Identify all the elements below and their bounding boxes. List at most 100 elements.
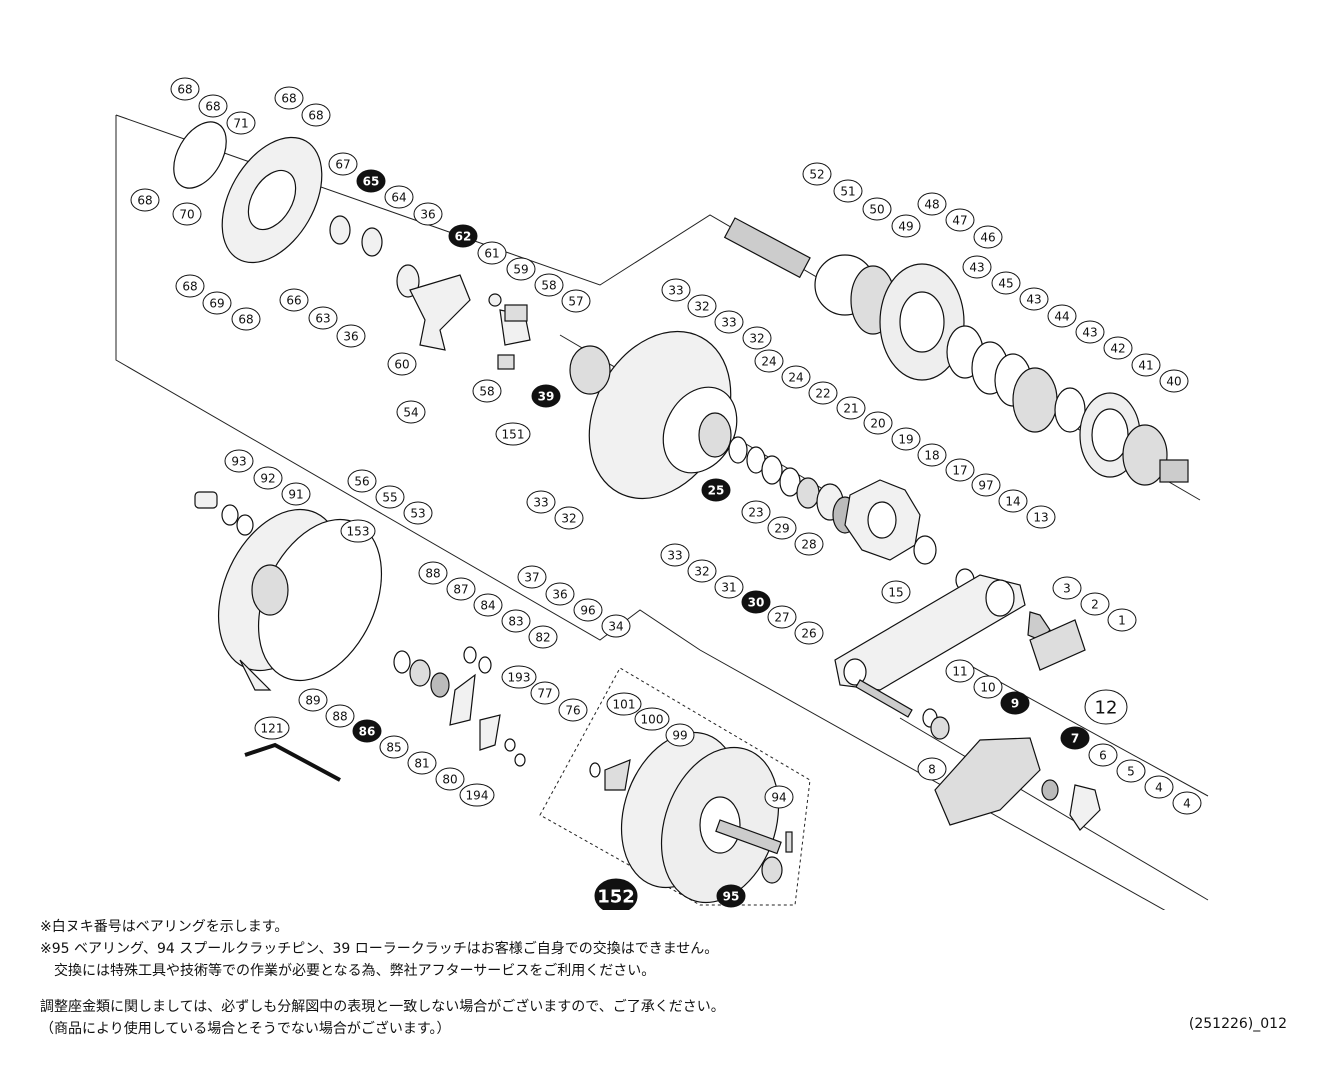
callout-31: 31: [714, 575, 744, 599]
callout-bubble: [340, 519, 376, 543]
callout-number: 57: [568, 294, 583, 308]
callout-bubble: [594, 878, 638, 910]
callout-43: 43: [962, 255, 992, 279]
callout-36: 36: [545, 582, 575, 606]
callout-59: 59: [506, 257, 536, 281]
callout-number: 87: [453, 582, 468, 596]
callout-bubble: [1172, 791, 1202, 815]
callout-5: 5: [1116, 759, 1146, 783]
callout-81: 81: [407, 751, 437, 775]
callout-6: 6: [1088, 743, 1118, 767]
callout-number: 44: [1054, 309, 1069, 323]
callout-32: 32: [554, 506, 584, 530]
callout-number: 66: [286, 293, 301, 307]
callout-bubble: [325, 704, 355, 728]
callout-43: 43: [1075, 320, 1105, 344]
callout-number: 100: [641, 712, 664, 726]
callout-20: 20: [863, 411, 893, 435]
callout-40: 40: [1159, 369, 1189, 393]
callout-bubble: [802, 162, 832, 186]
callout-bubble: [224, 449, 254, 473]
callout-51: 51: [833, 179, 863, 203]
callout-19: 19: [891, 427, 921, 451]
callout-number: 63: [315, 311, 330, 325]
callout-bubble: [1159, 369, 1189, 393]
callout-13: 13: [1026, 505, 1056, 529]
callout-39: 39: [531, 384, 561, 408]
callout-bubble: [530, 681, 560, 705]
callout-bubble: [517, 565, 547, 589]
callout-58: 58: [534, 273, 564, 297]
callout-number: 86: [359, 724, 376, 738]
component-drawings: [173, 121, 1189, 904]
callout-bubble: [336, 324, 366, 348]
callout-33: 33: [661, 278, 691, 302]
star-drag-drawing: [844, 479, 975, 592]
callout-number: 84: [480, 598, 495, 612]
callout-number: 21: [843, 401, 858, 415]
callout-bubble: [808, 381, 838, 405]
callout-bubble: [1103, 336, 1133, 360]
callout-number: 81: [414, 756, 429, 770]
callout-53: 53: [403, 501, 433, 525]
callout-number: 11: [952, 664, 967, 678]
callout-25: 25: [701, 478, 731, 502]
callout-52: 52: [802, 162, 832, 186]
callout-number: 10: [980, 680, 995, 694]
callout-193: 193: [501, 665, 537, 689]
callout-number: 48: [924, 197, 939, 211]
callout-bubble: [945, 458, 975, 482]
callout-bubble: [459, 783, 495, 807]
callout-44: 44: [1047, 304, 1077, 328]
callout-bubble: [413, 202, 443, 226]
callout-number: 4: [1183, 796, 1191, 810]
callout-28: 28: [794, 532, 824, 556]
frame-drawing: [569, 330, 738, 500]
callout-number: 28: [801, 537, 816, 551]
callout-bubble: [473, 593, 503, 617]
callout-bubble: [298, 688, 328, 712]
callout-bubble: [687, 559, 717, 583]
callout-bubble: [403, 501, 433, 525]
callout-number: 24: [761, 354, 776, 368]
callout-number: 49: [898, 219, 913, 233]
callout-number: 15: [888, 585, 903, 599]
side-cap-drawing: [194, 491, 254, 536]
callout-bubble: [660, 543, 690, 567]
callout-68: 68: [274, 86, 304, 110]
callout-bubble: [384, 185, 414, 209]
callout-bubble: [279, 288, 309, 312]
callout-bubble: [767, 516, 797, 540]
callout-89: 89: [298, 688, 328, 712]
callout-32: 32: [687, 559, 717, 583]
callout-101: 101: [606, 692, 642, 716]
callout-number: 88: [425, 566, 440, 580]
hex-wrench-drawing: [244, 742, 341, 782]
callout-76: 76: [558, 698, 588, 722]
callout-number: 82: [535, 630, 550, 644]
callout-34: 34: [601, 614, 631, 638]
callout-97: 97: [971, 473, 1001, 497]
callout-number: 68: [137, 193, 152, 207]
callout-number: 54: [403, 405, 418, 419]
main-gear-drawing: [723, 217, 1189, 486]
callout-55: 55: [375, 485, 405, 509]
callout-21: 21: [836, 396, 866, 420]
callout-151: 151: [495, 422, 531, 446]
callout-number: 71: [233, 116, 248, 130]
callout-bubble: [1107, 608, 1137, 632]
callout-number: 22: [815, 386, 830, 400]
callout-number: 80: [442, 772, 457, 786]
callout-1: 1: [1107, 608, 1137, 632]
callout-32: 32: [742, 326, 772, 350]
callout-48: 48: [917, 192, 947, 216]
callout-121: 121: [254, 716, 290, 740]
callout-bubble: [1060, 726, 1090, 750]
callout-bubble: [863, 411, 893, 435]
callout-bubble: [945, 208, 975, 232]
callout-bubble: [202, 291, 232, 315]
left-small-parts-drawing: [393, 646, 526, 767]
callout-number: 33: [668, 283, 683, 297]
callout-83: 83: [501, 609, 531, 633]
callout-number: 94: [771, 790, 786, 804]
